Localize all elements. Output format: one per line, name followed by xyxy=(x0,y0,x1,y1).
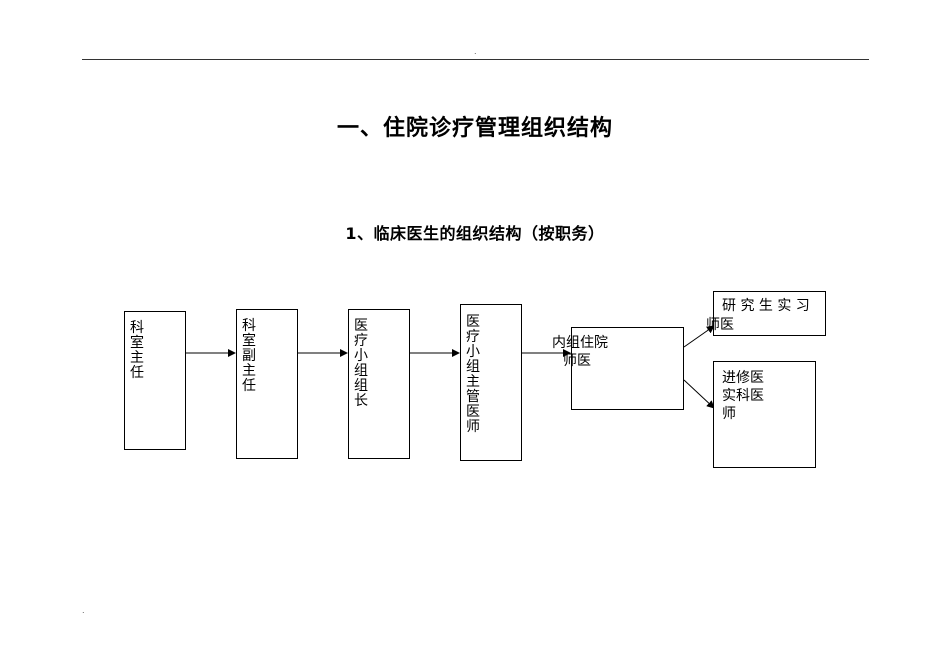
node-resident-label-line2: 师医 xyxy=(563,353,591,369)
node-director: 科室主任 xyxy=(124,311,186,450)
header-dot: . xyxy=(474,47,477,56)
node-visiting-intern-label-line2: 实科医 xyxy=(722,388,764,404)
node-director-label: 科室主任 xyxy=(130,320,144,381)
node-visiting-intern xyxy=(713,361,816,468)
header-rule xyxy=(82,59,869,60)
node-resident xyxy=(571,327,684,410)
node-deputy-director: 科室副主任 xyxy=(236,309,298,459)
footer-dot: . xyxy=(82,606,85,615)
node-graduate-intern-label-line1: 研 究 生 实 习 xyxy=(722,298,810,314)
node-visiting-intern-label-line3: 师 xyxy=(722,406,736,422)
node-graduate-intern-label-line2: 师医 xyxy=(706,317,734,333)
node-attending-label: 医疗小组主管医师 xyxy=(466,314,480,435)
node-attending: 医疗小组主管医师 xyxy=(460,304,522,461)
arrow-resident-to-graduate xyxy=(683,325,715,348)
node-resident-label-line1: 内组住院 xyxy=(552,335,608,351)
section-subtitle: 1、临床医生的组织结构（按职务） xyxy=(345,224,605,243)
node-visiting-intern-label-line1: 进修医 xyxy=(722,370,764,386)
arrow-resident-to-visiting xyxy=(683,379,715,409)
node-group-leader: 医疗小组组长 xyxy=(348,309,410,459)
node-group-leader-label: 医疗小组组长 xyxy=(354,318,368,409)
node-graduate-intern xyxy=(713,291,826,336)
page-title: 一、住院诊疗管理组织结构 xyxy=(336,116,613,141)
node-deputy-director-label: 科室副主任 xyxy=(242,318,256,394)
